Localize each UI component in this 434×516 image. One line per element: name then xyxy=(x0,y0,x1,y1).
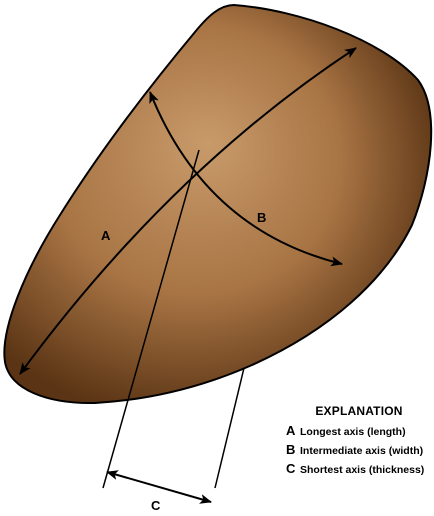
legend-key-a: A xyxy=(286,423,296,438)
legend-item-b: B Intermediate axis (width) xyxy=(286,442,432,461)
legend-key-c: C xyxy=(286,461,296,476)
legend-key-b: B xyxy=(286,442,296,457)
axis-c-arrow xyxy=(106,470,212,504)
axis-b-arrow xyxy=(149,91,343,267)
legend-item-c: C Shortest axis (thickness) xyxy=(286,461,432,480)
axis-b-label: B xyxy=(257,210,266,225)
axis-a-label: A xyxy=(101,228,111,243)
legend-text-b: Intermediate axis (width) xyxy=(300,445,424,457)
clast-body xyxy=(3,3,433,405)
explanation-legend: EXPLANATION A Longest axis (length) B In… xyxy=(286,404,432,480)
legend-text-c: Shortest axis (thickness) xyxy=(300,464,425,476)
axis-c-label: C xyxy=(151,498,161,513)
legend-text-a: Longest axis (length) xyxy=(300,426,406,438)
explanation-title: EXPLANATION xyxy=(315,404,403,418)
legend-item-a: A Longest axis (length) xyxy=(286,423,432,442)
axis-c-guide-left xyxy=(102,149,200,489)
axis-c-guide-right xyxy=(214,367,245,489)
